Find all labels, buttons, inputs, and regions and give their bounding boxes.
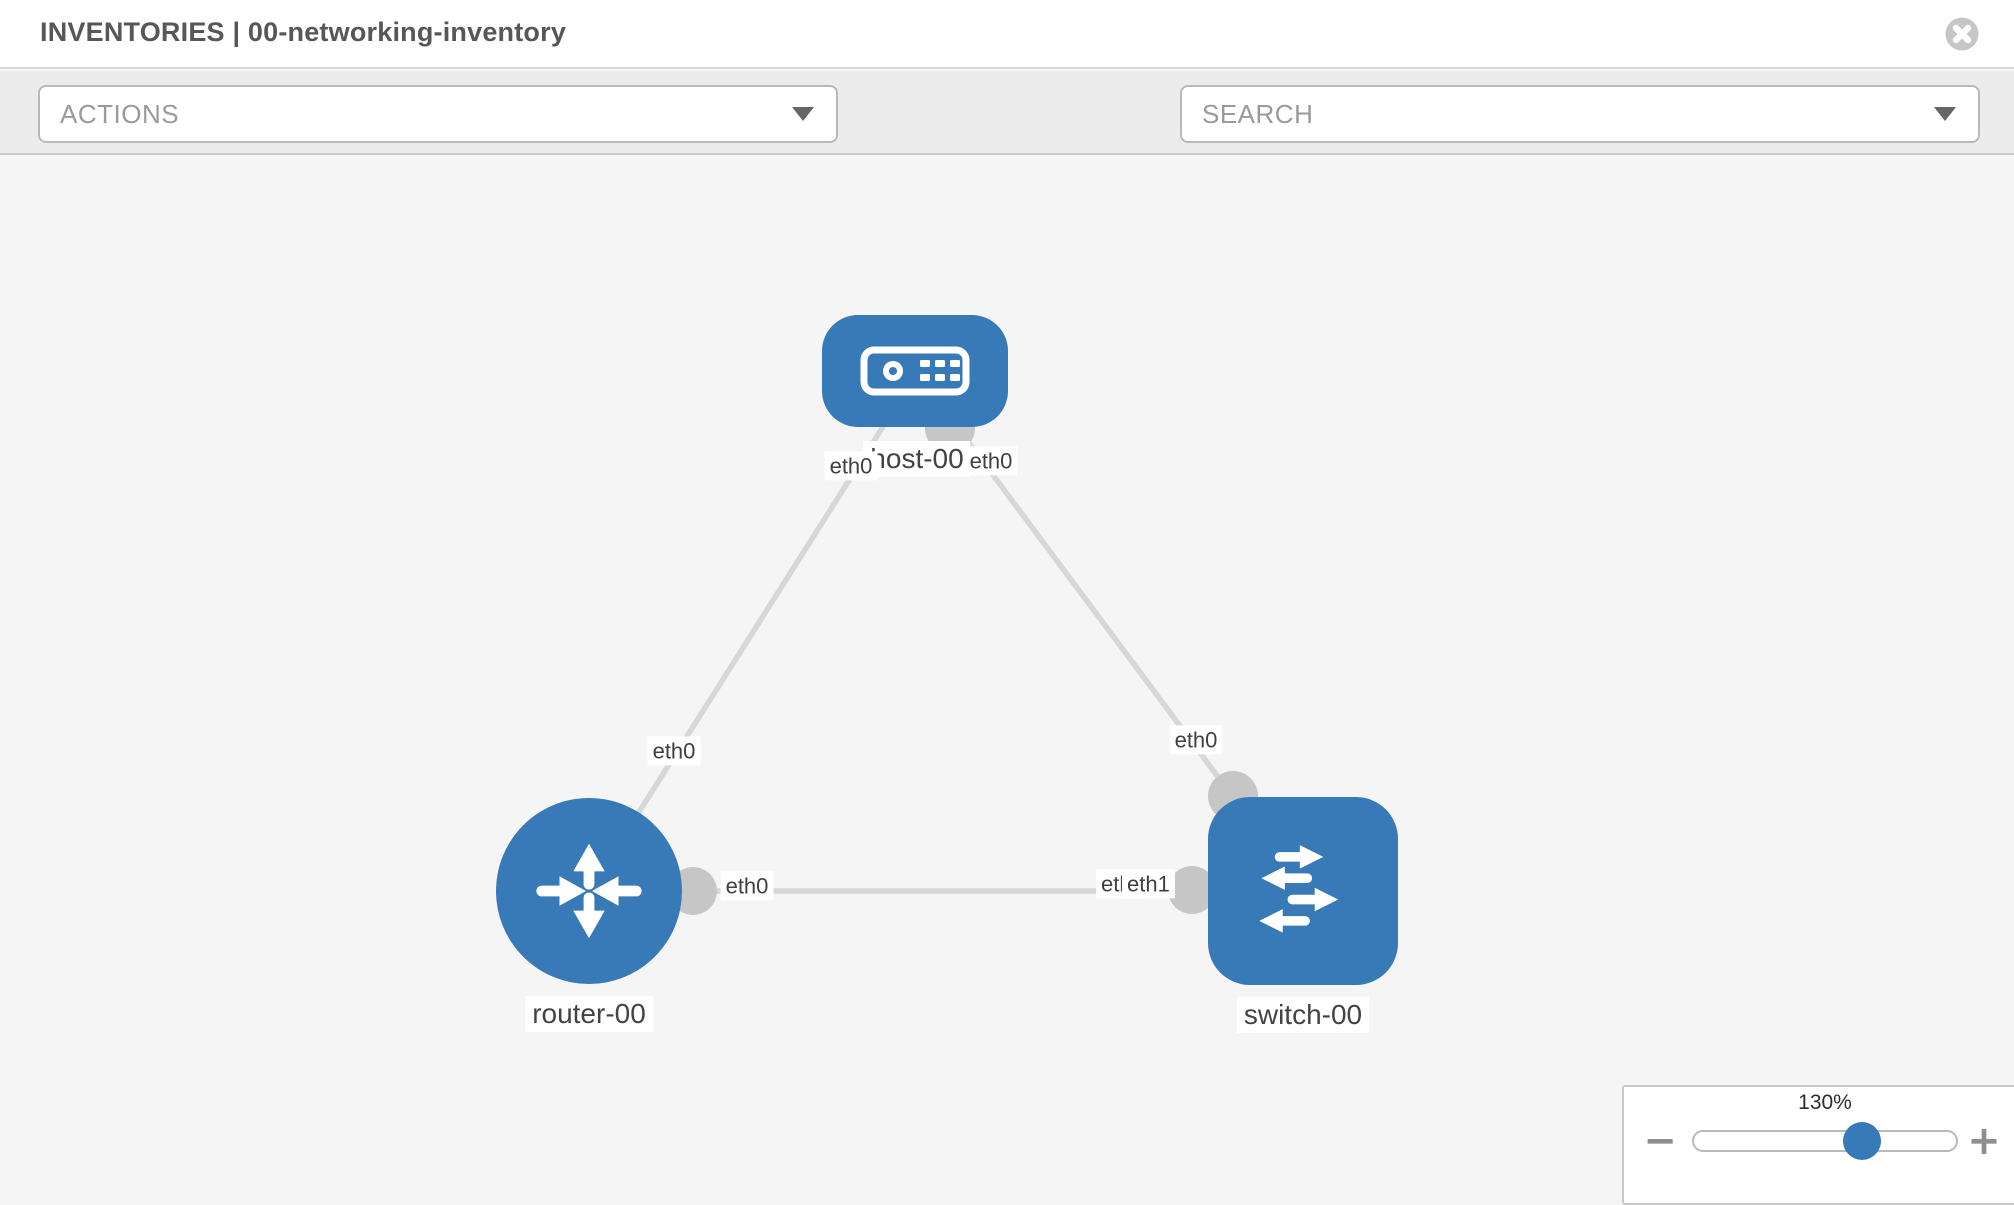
node-switch-00[interactable] <box>1208 797 1398 985</box>
header: INVENTORIES | 00-networking-inventory <box>0 0 2014 69</box>
node-router-00[interactable] <box>496 798 682 984</box>
zoom-slider[interactable] <box>1692 1122 1958 1160</box>
node-host-00[interactable] <box>822 315 1008 427</box>
search-dropdown[interactable]: SEARCH <box>1180 85 1980 143</box>
toolbar: ACTIONS SEARCH <box>0 71 2014 155</box>
actions-dropdown-value: ACTIONS <box>60 98 180 129</box>
interface-label-switch-eth0-to-host: eth0 <box>1169 725 1223 755</box>
page-title: INVENTORIES | 00-networking-inventory <box>40 17 567 47</box>
close-circle-icon <box>1945 17 1979 51</box>
node-label-switch-00: switch-00 <box>1236 997 1370 1034</box>
topology-canvas[interactable] <box>0 155 2014 1200</box>
node-label-router-00: router-00 <box>525 996 653 1033</box>
actions-dropdown[interactable]: ACTIONS <box>38 85 838 143</box>
interface-label-router-eth0-to-switch: eth0 <box>720 871 774 901</box>
interface-label-router-eth0-to-host: eth0 <box>647 736 701 766</box>
search-dropdown-placeholder: SEARCH <box>1202 98 1314 129</box>
switch-icon <box>1259 845 1339 933</box>
interface-label-host-eth0-to-switch: eth0 <box>964 446 1018 476</box>
chevron-down-icon <box>792 107 814 121</box>
zoom-in-button[interactable]: + <box>1962 1119 2006 1163</box>
interface-label-switch-eth1-to-router: eth1 <box>1122 869 1175 899</box>
zoom-slider-thumb[interactable] <box>1843 1122 1881 1160</box>
node-label-host-00: host-00 <box>863 441 971 478</box>
interface-label-host-eth0-to-router: eth0 <box>824 451 878 481</box>
zoom-out-button[interactable]: − <box>1638 1119 1682 1163</box>
router-icon <box>536 843 642 939</box>
chevron-down-icon <box>1934 107 1956 121</box>
close-button[interactable] <box>1944 16 1980 52</box>
zoom-level: 130% <box>1798 1091 1852 1114</box>
host-icon <box>860 346 970 396</box>
